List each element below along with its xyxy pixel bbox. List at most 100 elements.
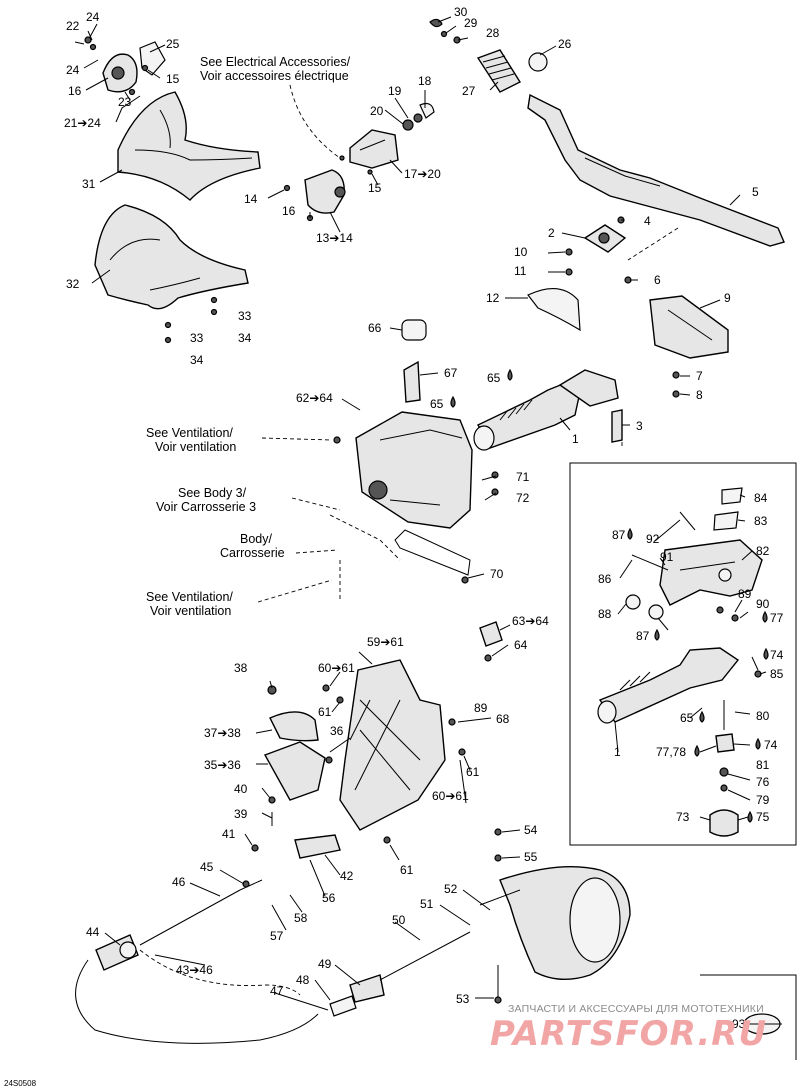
callout: 27 bbox=[462, 84, 476, 98]
callout: 66 bbox=[368, 321, 382, 335]
callout: 34 bbox=[190, 353, 204, 367]
ref-electrical-line1: See Electrical Accessories/ bbox=[200, 55, 351, 69]
callout: 33 bbox=[190, 331, 204, 345]
callout: 40 bbox=[234, 782, 248, 796]
callout: 60➔61 bbox=[432, 789, 469, 803]
callout: 19 bbox=[388, 84, 402, 98]
callout: 2 bbox=[548, 226, 555, 240]
callout: 14 bbox=[244, 192, 258, 206]
callout: 13➔14 bbox=[316, 231, 353, 245]
callout: 61 bbox=[400, 863, 414, 877]
callout: 7 bbox=[696, 369, 703, 383]
callout: 1 bbox=[614, 745, 621, 759]
callout: 74 bbox=[770, 648, 784, 662]
callout: 80 bbox=[756, 709, 770, 723]
callout: 64 bbox=[514, 638, 528, 652]
nozzle-assembly bbox=[479, 828, 631, 1004]
handlebar bbox=[429, 18, 785, 284]
detail-box bbox=[569, 462, 797, 846]
callout: 79 bbox=[756, 793, 770, 807]
cable-support bbox=[251, 685, 341, 859]
callout: 52 bbox=[444, 882, 458, 896]
ref-electrical-line2: Voir accessoires électrique bbox=[200, 69, 349, 83]
callout: 22 bbox=[66, 19, 80, 33]
callout: 89 bbox=[738, 587, 752, 601]
callout: 24 bbox=[86, 10, 100, 24]
callout: 65 bbox=[430, 397, 444, 411]
callout: 73 bbox=[676, 810, 690, 824]
callout: 38 bbox=[234, 661, 248, 675]
bracket-63 bbox=[479, 621, 503, 662]
callout: 20 bbox=[370, 104, 384, 118]
callout: 30 bbox=[454, 5, 468, 19]
callout: 60➔61 bbox=[318, 661, 355, 675]
callout: 56 bbox=[322, 891, 336, 905]
steering-support bbox=[333, 319, 499, 584]
callout: 17➔20 bbox=[404, 167, 441, 181]
callout: 11 bbox=[514, 264, 527, 278]
ref-body-line2: Carrosserie bbox=[220, 546, 285, 560]
callout: 65 bbox=[487, 371, 501, 385]
callout: 39 bbox=[234, 807, 248, 821]
ref-body-line1: Body/ bbox=[240, 532, 272, 546]
lubricant-drop-icons bbox=[450, 368, 769, 823]
callout: 81 bbox=[756, 758, 770, 772]
callout: 4 bbox=[644, 214, 651, 228]
callout: 46 bbox=[172, 875, 186, 889]
callout: 57 bbox=[270, 929, 284, 943]
ref-ventilation-bottom-line2: Voir ventilation bbox=[150, 604, 231, 618]
callout: 12 bbox=[486, 291, 500, 305]
callout: 28 bbox=[486, 26, 500, 40]
callout: 9 bbox=[724, 291, 731, 305]
callout: 41 bbox=[222, 827, 236, 841]
callout: 75 bbox=[756, 810, 770, 824]
callout: 1 bbox=[572, 432, 579, 446]
callout: 29 bbox=[464, 16, 478, 30]
callout: 37➔38 bbox=[204, 726, 241, 740]
callout: 68 bbox=[496, 712, 510, 726]
callout: 51 bbox=[420, 897, 434, 911]
callout: 53 bbox=[456, 992, 470, 1006]
callout: 67 bbox=[444, 366, 458, 380]
callout: 26 bbox=[558, 37, 572, 51]
steering-cable bbox=[75, 879, 471, 1044]
callout: 88 bbox=[598, 607, 612, 621]
callout: 6 bbox=[654, 273, 661, 287]
callout-numbers: 24 22 25 24 15 16 23 21➔24 31 32 33 34 3… bbox=[64, 5, 784, 1031]
callout: 49 bbox=[318, 957, 332, 971]
ref-ventilation-top-line2: Voir ventilation bbox=[155, 440, 236, 454]
leader-lines bbox=[83, 16, 782, 1025]
callout: 85 bbox=[770, 667, 784, 681]
handlebar-cover-assembly bbox=[74, 36, 261, 201]
callout: 45 bbox=[200, 860, 214, 874]
steering-column-1 bbox=[473, 369, 623, 451]
callout: 42 bbox=[340, 869, 354, 883]
watermark-subtitle: ЗАПЧАСТИ И АКСЕССУАРЫ ДЛЯ МОТОТЕХНИКИ bbox=[508, 1003, 764, 1015]
callout: 16 bbox=[68, 84, 82, 98]
part-93 bbox=[743, 1013, 781, 1035]
callout: 93 bbox=[732, 1017, 746, 1031]
callout: 77 bbox=[770, 611, 784, 625]
callout: 15 bbox=[166, 72, 180, 86]
reference-notes: See Electrical Accessories/ Voir accesso… bbox=[146, 55, 351, 618]
callout: 44 bbox=[86, 925, 100, 939]
callout: 54 bbox=[524, 823, 538, 837]
watermark-logo: PARTSFOR.RU bbox=[490, 1014, 767, 1054]
callout: 36 bbox=[330, 724, 344, 738]
callout: 34 bbox=[238, 331, 252, 345]
callout: 62➔64 bbox=[296, 391, 333, 405]
callout: 59➔61 bbox=[367, 635, 404, 649]
callout: 65 bbox=[680, 711, 694, 725]
shield-12 bbox=[527, 288, 581, 332]
callout: 86 bbox=[598, 572, 612, 586]
callout: 24 bbox=[66, 63, 80, 77]
callout: 55 bbox=[524, 850, 538, 864]
detail-box-93-frame bbox=[700, 974, 797, 1060]
callout: 70 bbox=[490, 567, 504, 581]
callout: 32 bbox=[66, 277, 80, 291]
callout: 50 bbox=[392, 913, 406, 927]
callout: 63➔64 bbox=[512, 614, 549, 628]
callout: 5 bbox=[752, 185, 759, 199]
dashed-reference-lines bbox=[139, 84, 679, 996]
